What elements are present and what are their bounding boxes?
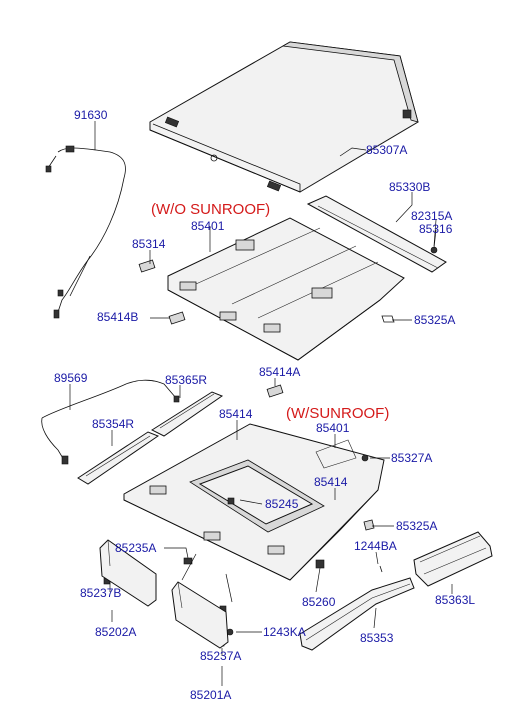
label-85414A: 85414A bbox=[259, 365, 300, 379]
label-85327A: 85327A bbox=[391, 451, 432, 465]
label-85260: 85260 bbox=[302, 595, 336, 609]
label-85363L: 85363L bbox=[435, 593, 475, 607]
wire-89569 bbox=[41, 379, 180, 465]
label-85235A: 85235A bbox=[115, 541, 156, 555]
label-85307A: 85307A bbox=[366, 143, 407, 157]
roof-rail bbox=[306, 195, 447, 323]
label-85202A: 85202A bbox=[95, 625, 136, 639]
side-trims-left bbox=[299, 531, 493, 651]
headliner-without-sunroof bbox=[138, 217, 405, 398]
label-85325A-top: 85325A bbox=[414, 313, 455, 327]
label-85245: 85245 bbox=[265, 497, 299, 511]
label-82315A: 82315A bbox=[411, 209, 452, 223]
label-85237B: 85237B bbox=[80, 586, 121, 600]
label-85237A: 85237A bbox=[200, 649, 241, 663]
headliner-with-sunroof bbox=[123, 423, 385, 581]
label-85414-a: 85414 bbox=[219, 407, 253, 421]
label-1244BA: 1244BA bbox=[354, 539, 397, 553]
label-85414-b: 85414 bbox=[314, 475, 348, 489]
wiring-harness bbox=[45, 145, 126, 319]
label-1243KA: 1243KA bbox=[263, 625, 306, 639]
label-85401-top: 85401 bbox=[191, 219, 225, 233]
label-85330B: 85330B bbox=[389, 180, 430, 194]
label-91630: 91630 bbox=[74, 108, 108, 122]
variant-without-sunroof: (W/O SUNROOF) bbox=[151, 201, 270, 218]
variant-with-sunroof: (W/SUNROOF) bbox=[286, 405, 389, 422]
label-85365R: 85365R bbox=[165, 373, 207, 387]
label-85316: 85316 bbox=[419, 222, 453, 236]
leader-lines bbox=[69, 121, 453, 686]
label-85354R: 85354R bbox=[92, 417, 134, 431]
label-85353: 85353 bbox=[360, 631, 394, 645]
label-85314: 85314 bbox=[132, 237, 166, 251]
label-85401-bottom: 85401 bbox=[316, 421, 350, 435]
label-89569: 89569 bbox=[54, 371, 88, 385]
label-85325A-bottom: 85325A bbox=[396, 519, 437, 533]
trim-strips-right bbox=[77, 391, 224, 485]
sun-visors bbox=[99, 539, 229, 649]
label-85201A: 85201A bbox=[190, 688, 231, 702]
roof-panel bbox=[149, 41, 419, 193]
label-85414B: 85414B bbox=[97, 310, 138, 324]
